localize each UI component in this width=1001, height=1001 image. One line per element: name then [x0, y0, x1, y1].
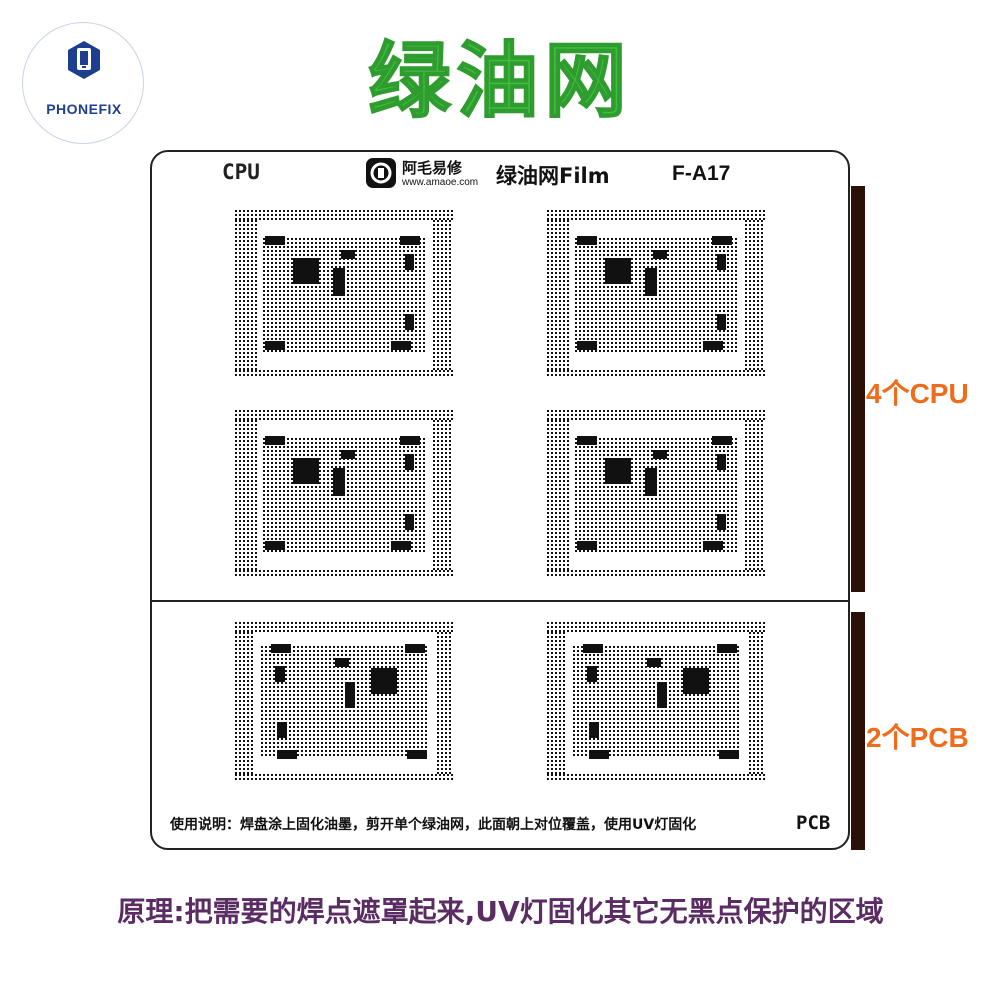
phonefix-logo-icon	[68, 41, 100, 79]
cpu-stencil-4	[547, 410, 765, 576]
page-title: 绿油网	[367, 33, 633, 130]
cpu-stencil-1	[235, 210, 453, 376]
cpu-stencil-2	[547, 210, 765, 376]
phonefix-logo: PHONEFIX	[22, 22, 144, 144]
cpu-count-label: 4个CPU	[866, 378, 969, 409]
pcb-stencil-2	[547, 622, 765, 780]
brand-url: www.amaoe.com	[402, 177, 479, 188]
pcb-tag: PCB	[796, 812, 831, 834]
pcb-count-label: 2个PCB	[866, 722, 969, 753]
cpu-section-bar	[851, 186, 865, 592]
amaoe-logo-icon	[366, 158, 396, 188]
principle-caption: 原理:把需要的焊点遮罩起来,UV灯固化其它无黑点保护的区域	[117, 895, 884, 928]
brand-name: 阿毛易修	[402, 159, 463, 177]
sheet-divider	[150, 600, 850, 602]
pcb-section-bar	[851, 612, 865, 850]
logo-text: PHONEFIX	[46, 101, 122, 117]
film-label: 绿油网Film	[496, 164, 610, 188]
pcb-stencil-1	[235, 622, 453, 780]
cpu-stencil-3	[235, 410, 453, 576]
usage-instructions: 使用说明：焊盘涂上固化油墨，剪开单个绿油网，此面朝上对位覆盖，使用UV灯固化	[170, 817, 697, 833]
stencil-sheet	[150, 150, 850, 850]
cpu-header: CPU	[222, 160, 260, 184]
model-number: F-A17	[672, 162, 731, 185]
